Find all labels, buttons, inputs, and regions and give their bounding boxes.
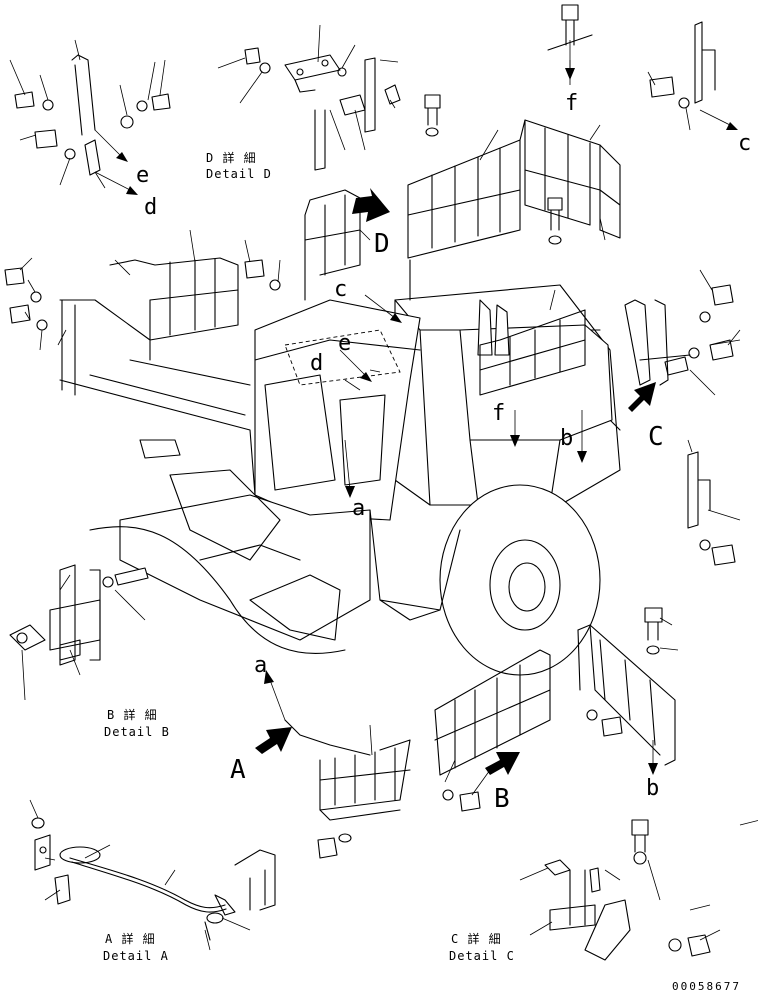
callout-b-body: b xyxy=(560,426,573,451)
callout-B: B xyxy=(494,784,510,814)
detail-C-jp: C 詳 細 xyxy=(451,931,502,946)
detail-B-jp: B 詳 細 xyxy=(107,707,158,722)
callout-f-top: f xyxy=(565,91,578,116)
callout-labels: A B C D a a b b c c d d e e f f xyxy=(136,91,751,814)
detail-f-parts xyxy=(424,4,593,245)
detail-A-en: Detail A xyxy=(103,949,169,963)
callout-b-bottom: b xyxy=(646,776,659,801)
callout-c-top: c xyxy=(738,131,751,156)
detail-captions: D 詳 細 Detail D B 詳 細 Detail B A 詳 細 Deta… xyxy=(103,150,515,963)
detail-A-jp: A 詳 細 xyxy=(105,931,156,946)
detail-e-d-parts xyxy=(14,54,171,176)
handrail-right-vertical-C xyxy=(624,299,691,386)
callout-D: D xyxy=(374,229,390,259)
callout-e-top: e xyxy=(136,163,149,188)
callout-d-top: d xyxy=(144,195,157,220)
bolt-set-left-top xyxy=(4,259,663,859)
callout-a-body: a xyxy=(352,496,365,521)
drawing-number: 00058677 xyxy=(672,980,741,993)
detail-C-parts xyxy=(544,819,711,961)
callout-a-top: a xyxy=(254,653,267,678)
handrail-left-top xyxy=(59,257,239,396)
direction-arrows xyxy=(94,40,738,775)
detail-D-jp: D 詳 細 xyxy=(206,150,257,165)
callout-A: A xyxy=(230,755,246,785)
detail-C-en: Detail C xyxy=(449,949,515,963)
detail-B-parts xyxy=(9,564,149,666)
detail-D-parts xyxy=(244,47,401,171)
handrail-cab xyxy=(304,189,361,301)
detail-A-parts xyxy=(31,817,276,941)
callout-e-body: e xyxy=(338,331,351,356)
rail-b-right-assembly xyxy=(577,624,676,766)
handrail-rear-right xyxy=(519,119,621,239)
detail-D-en: Detail D xyxy=(206,167,272,181)
rail-A-assembly xyxy=(284,719,411,821)
detail-c-top-right-parts xyxy=(649,21,736,566)
machine-body xyxy=(59,284,621,676)
handrail-right-side xyxy=(479,309,586,396)
callout-C: C xyxy=(648,422,664,452)
detail-B-en: Detail B xyxy=(104,725,170,739)
callout-d-body: d xyxy=(310,351,323,376)
rail-B-assembly xyxy=(434,649,551,776)
callout-f-body: f xyxy=(492,401,505,426)
callout-c-body: c xyxy=(334,277,347,302)
handrail-rear-left xyxy=(407,139,521,301)
